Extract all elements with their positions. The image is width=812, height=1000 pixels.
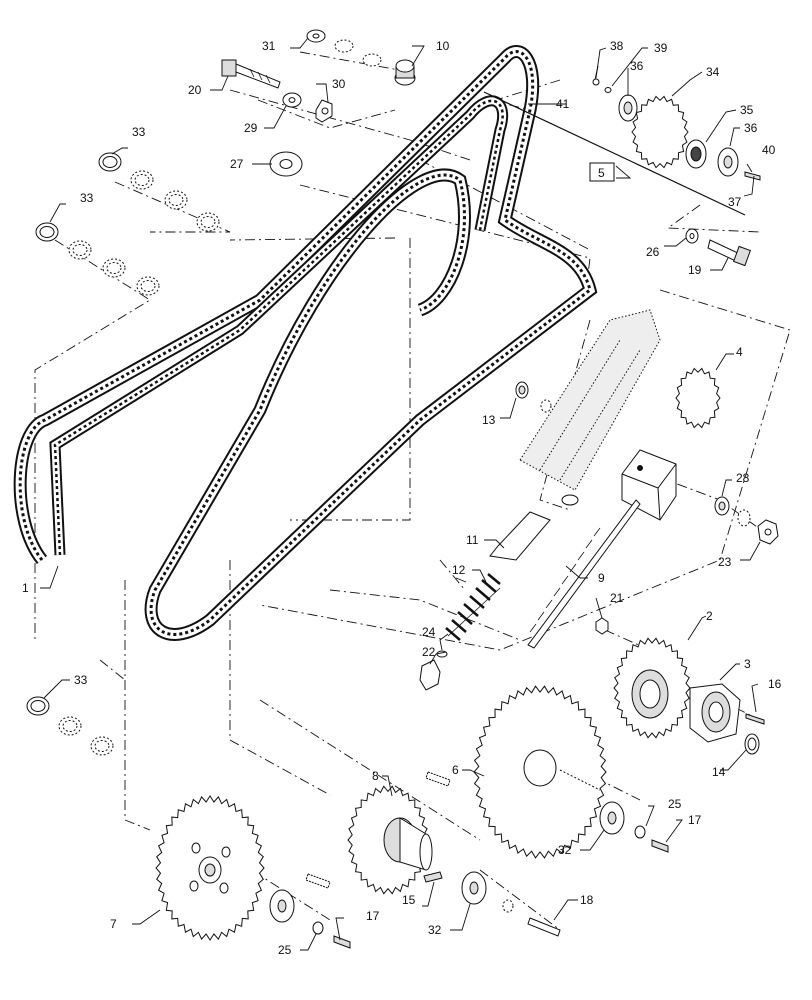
label-36-right: 36: [744, 121, 758, 135]
label-17-left: 17: [366, 909, 380, 923]
bolt-17-left: [333, 935, 351, 949]
bolt-19: [707, 239, 752, 267]
label-34: 34: [706, 65, 720, 79]
label-18: 18: [580, 893, 594, 907]
label-33-low: 33: [74, 673, 88, 687]
top-hardware: [26, 29, 416, 756]
callout-box-5: [589, 162, 615, 182]
label-20: 20: [188, 83, 202, 97]
drive-sprockets: [155, 637, 765, 949]
label-31: 31: [262, 39, 276, 53]
label-7: 7: [110, 917, 117, 931]
label-35: 35: [740, 103, 754, 117]
pivot-hole: [561, 494, 579, 506]
label-30: 30: [332, 77, 346, 91]
label-23: 23: [718, 555, 732, 569]
nut-21: [595, 617, 609, 635]
part-labels: 31 10 20 29 30 33 33 27 38 39 36 34 35 3…: [22, 39, 782, 957]
label-25-left: 25: [278, 943, 292, 957]
shim-stack-33-lower: [26, 696, 114, 756]
bolt-20: [221, 59, 281, 89]
drive-chain-assembly: [13, 45, 598, 641]
group-bracket-line: [483, 91, 746, 216]
label-37: 37: [728, 195, 742, 209]
label-36-top: 36: [630, 59, 644, 73]
key-upper: [425, 771, 451, 787]
label-33-top: 33: [132, 125, 146, 139]
key-15: [423, 871, 443, 883]
label-17-right: 17: [688, 813, 702, 827]
clip-39: [604, 87, 612, 93]
leader-lines: [40, 37, 761, 951]
label-32-right: 32: [558, 843, 572, 857]
label-40: 40: [762, 143, 776, 157]
label-6: 6: [452, 763, 459, 777]
label-39: 39: [654, 41, 668, 55]
label-26: 26: [646, 245, 660, 259]
idler-sprocket-group: [483, 65, 761, 267]
label-1: 1: [22, 581, 29, 595]
label-25-right: 25: [668, 797, 682, 811]
bolt-16: [745, 713, 765, 725]
idler-sprocket-4: [675, 367, 721, 429]
label-9: 9: [598, 571, 605, 585]
bolt-18: [527, 917, 561, 937]
washer-25-left: [312, 921, 324, 935]
label-5: 5: [598, 166, 605, 180]
key-lower: [305, 873, 331, 889]
bolt-40: [744, 171, 761, 181]
label-12: 12: [452, 563, 466, 577]
label-38: 38: [610, 39, 624, 53]
label-15: 15: [402, 893, 416, 907]
bolt-17-right: [651, 839, 669, 853]
outer-chain-links: [18, 50, 592, 636]
label-3: 3: [744, 657, 751, 671]
shim-stack-33-upper: [98, 152, 220, 232]
hub-3: [689, 683, 741, 743]
label-29: 29: [244, 121, 258, 135]
label-21: 21: [610, 591, 624, 605]
label-32-left: 32: [428, 923, 442, 937]
label-22: 22: [422, 645, 436, 659]
bracket-11: [489, 511, 551, 561]
tensioner-assembly: [419, 309, 779, 691]
label-13: 13: [482, 413, 496, 427]
label-10: 10: [436, 39, 450, 53]
label-4: 4: [736, 345, 743, 359]
label-24: 24: [422, 625, 436, 639]
shim-stack-33-middle: [35, 222, 160, 296]
inner-chain-body: [51, 97, 507, 556]
pin-38: [592, 78, 600, 86]
label-2: 2: [706, 609, 713, 623]
label-8: 8: [372, 769, 379, 783]
washer-25-right: [634, 825, 646, 839]
label-14: 14: [712, 765, 726, 779]
sprocket-34: [631, 95, 689, 169]
label-19: 19: [688, 263, 702, 277]
adjuster-rod-9: [527, 449, 677, 649]
label-28: 28: [736, 471, 750, 485]
hub-8: [383, 817, 433, 871]
spring-12: [445, 573, 501, 641]
label-16: 16: [768, 677, 782, 691]
label-27: 27: [230, 157, 244, 171]
label-33-mid: 33: [80, 191, 94, 205]
label-41: 41: [556, 97, 570, 111]
bushing-22: [419, 659, 441, 691]
label-11: 11: [466, 533, 479, 547]
